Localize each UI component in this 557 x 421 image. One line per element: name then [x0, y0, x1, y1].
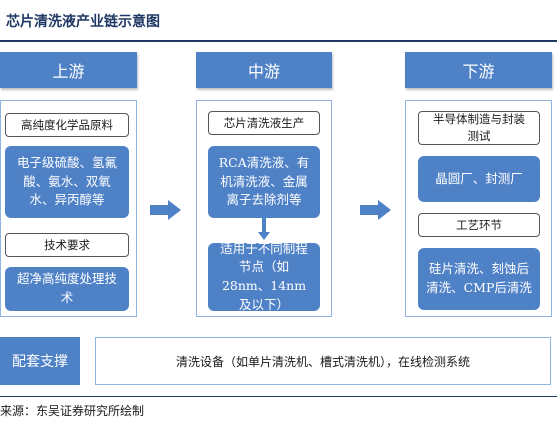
midstream-nodes: 适用于不同制程节点（如28nm、14nm及以下）: [208, 241, 320, 312]
downstream-customers: 晶圆厂、封测厂: [418, 156, 540, 202]
midstream-down-arrow: [258, 218, 270, 242]
upstream-tech-detail: 超净高纯度处理技术: [5, 267, 129, 311]
midstream-production-label: 芯片清洗液生产: [208, 111, 320, 135]
diagram-title: 芯片清洗液产业链示意图: [6, 14, 160, 30]
arrow-upstream-to-midstream: [150, 200, 181, 220]
upstream-chemicals: 电子级硫酸、氢氟酸、氨水、双氧水、异丙醇等: [5, 146, 129, 218]
downstream-process-label: 工艺环节: [418, 213, 540, 237]
midstream-products: RCA清洗液、有机清洗液、金属离子去除剂等: [208, 146, 320, 218]
midstream-header: 中游: [196, 52, 332, 88]
upstream-tech-label: 技术要求: [5, 233, 129, 257]
title-rule: [0, 40, 557, 42]
arrow-midstream-to-downstream: [360, 200, 391, 220]
footer-rule: [0, 396, 557, 397]
source-note: 来源：东吴证券研究所绘制: [0, 404, 145, 418]
support-content: 清洗设备（如单片清洗机、槽式清洗机），在线检测系统: [95, 337, 551, 385]
downstream-processes: 硅片清洗、刻蚀后清洗、CMP后清洗: [418, 248, 540, 310]
downstream-header: 下游: [405, 52, 552, 88]
upstream-header: 上游: [0, 52, 137, 88]
support-label: 配套支撑: [0, 337, 80, 385]
downstream-customer-label: 半导体制造与封装测试: [418, 111, 540, 145]
upstream-materials-label: 高纯度化学品原料: [5, 113, 129, 137]
